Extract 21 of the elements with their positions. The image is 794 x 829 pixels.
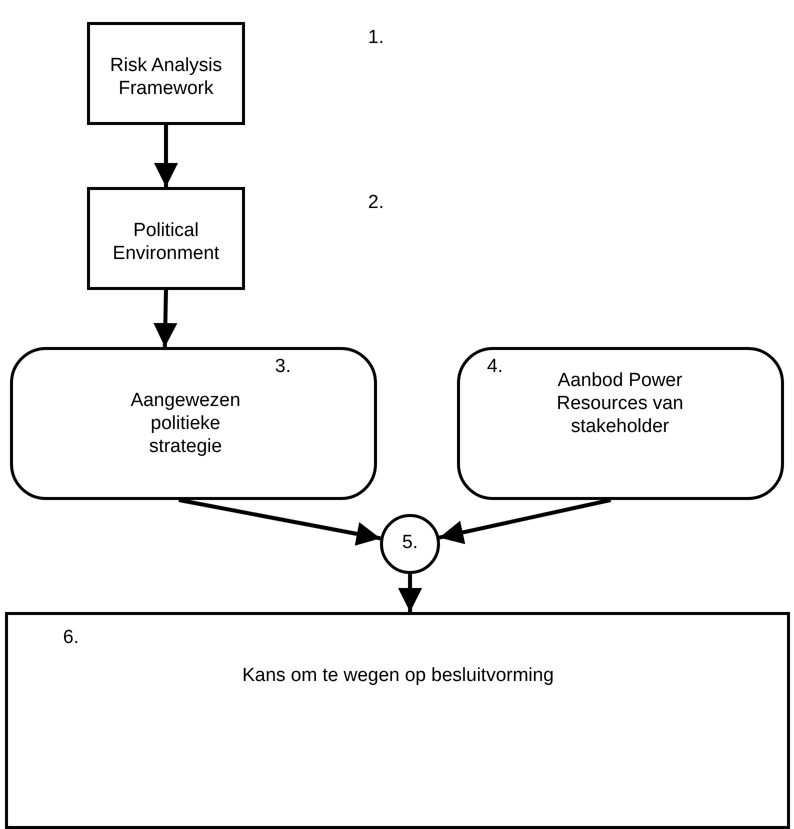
step-number: 3. [275, 356, 292, 379]
node-label: Risk Analysis Framework [109, 55, 223, 101]
arrow [438, 498, 612, 544]
arrow [154, 125, 178, 187]
outcome-box [5, 612, 790, 829]
node-label: Kans om te wegen op besluitvorming [241, 665, 555, 688]
arrow [153, 290, 178, 348]
step-number: 6. [63, 627, 80, 650]
process-box [87, 22, 245, 125]
arrow [398, 574, 422, 612]
rounded-box [457, 347, 784, 500]
step-number: 1. [368, 27, 384, 50]
node-label: 5. [401, 532, 419, 555]
node-label: Political Environment [112, 220, 220, 266]
arrow [178, 498, 381, 546]
process-box [87, 187, 245, 290]
step-number: 2. [368, 192, 384, 215]
step-number: 4. [487, 356, 504, 379]
rounded-box [10, 347, 377, 500]
node-label: Aanbod Power Resources van stakeholder [556, 370, 684, 438]
node-label: Aangewezen politieke strategie [130, 390, 242, 458]
